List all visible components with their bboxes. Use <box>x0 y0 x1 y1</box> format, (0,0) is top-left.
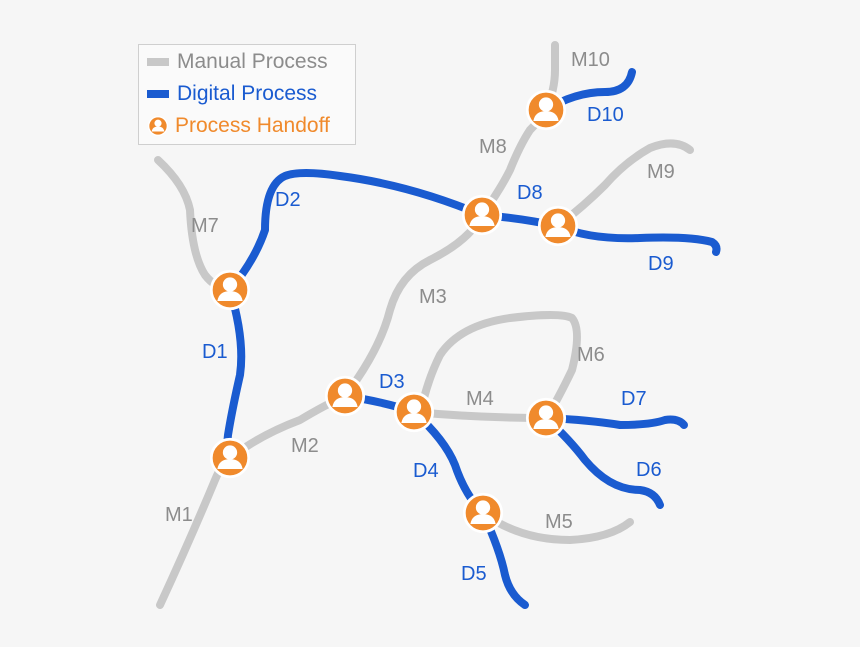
manual-line-swatch <box>147 58 169 66</box>
handoff-node-m4-d6-icon <box>525 397 567 439</box>
label-d8: D8 <box>517 182 543 204</box>
label-m3: M3 <box>419 286 447 308</box>
label-d9: D9 <box>648 253 674 275</box>
label-d10: D10 <box>587 104 624 126</box>
route-m5 <box>479 509 634 544</box>
handoff-node-d2-m3-icon <box>461 194 503 236</box>
legend-label-manual: Manual Process <box>177 50 328 73</box>
label-d7: D7 <box>621 388 647 410</box>
route-d9 <box>554 222 721 256</box>
legend-item-handoff: Process Handoff <box>147 114 330 138</box>
label-m8: M8 <box>479 136 507 158</box>
handoff-node-m2-d3-icon <box>324 375 366 417</box>
label-m5: M5 <box>545 511 573 533</box>
route-d2 <box>226 169 486 294</box>
handoff-node-d3-d4-icon <box>393 391 435 433</box>
handoff-node-d8-d9-icon <box>537 205 579 247</box>
handoff-node-m8-d10-icon <box>525 89 567 131</box>
route-m6 <box>420 311 581 416</box>
legend-label-digital: Digital Process <box>177 82 318 105</box>
person-icon <box>147 115 169 137</box>
digital-line-swatch <box>147 90 169 98</box>
route-m3 <box>341 211 486 400</box>
legend: Manual Process Digital Process Process H… <box>138 44 356 145</box>
label-d3: D3 <box>379 371 405 393</box>
handoff-node-d1-d2-icon <box>209 269 251 311</box>
route-d6 <box>542 414 664 509</box>
label-d5: D5 <box>461 563 487 585</box>
label-m1: M1 <box>165 504 193 526</box>
route-m9 <box>554 139 694 230</box>
label-m2: M2 <box>291 435 319 457</box>
label-d4: D4 <box>413 460 439 482</box>
label-m6: M6 <box>577 344 605 366</box>
label-d6: D6 <box>636 459 662 481</box>
route-d7 <box>542 414 688 429</box>
label-m9: M9 <box>647 161 675 183</box>
route-d1 <box>223 286 246 462</box>
handoff-node-d4-d5-icon <box>462 492 504 534</box>
handoff-node-d1-m1-icon <box>209 437 251 479</box>
label-m4: M4 <box>466 388 494 410</box>
route-d5 <box>479 509 529 609</box>
legend-item-manual: Manual Process <box>147 50 328 74</box>
legend-label-handoff: Process Handoff <box>175 114 330 137</box>
label-d2: D2 <box>275 189 301 211</box>
label-d1: D1 <box>202 341 228 363</box>
legend-item-digital: Digital Process <box>147 82 317 106</box>
route-m1 <box>156 454 234 609</box>
label-m10: M10 <box>571 49 610 71</box>
label-m7: M7 <box>191 215 219 237</box>
